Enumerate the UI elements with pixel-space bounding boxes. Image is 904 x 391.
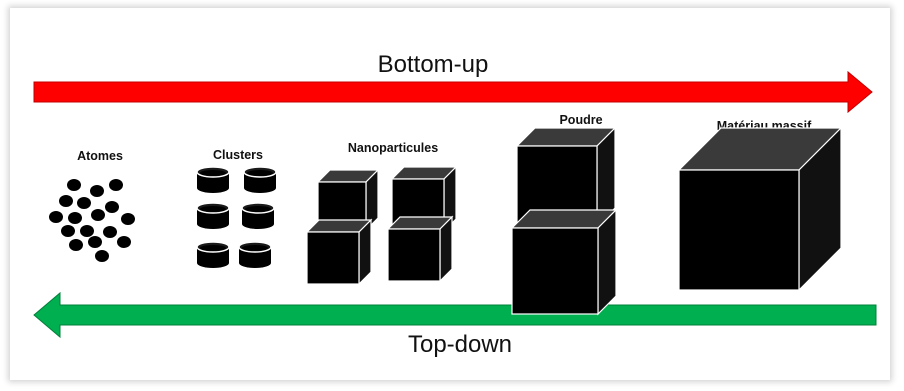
- stage-label-atoms: Atomes: [77, 149, 123, 163]
- atom: [80, 225, 94, 237]
- atom: [49, 211, 63, 223]
- clusters-group: [196, 166, 277, 268]
- cluster-cylinder: [243, 166, 277, 193]
- top-down-label: Top-down: [408, 331, 512, 358]
- cube: [677, 126, 843, 292]
- cluster-cylinder: [196, 166, 230, 193]
- bottom-up-arrow: [33, 70, 873, 114]
- atom: [105, 201, 119, 213]
- atom: [67, 179, 81, 191]
- cubes-group: [305, 126, 843, 316]
- cube: [510, 208, 618, 316]
- atom: [117, 236, 131, 248]
- atom: [59, 195, 73, 207]
- atom: [103, 226, 117, 238]
- atom: [121, 213, 135, 225]
- atom: [68, 212, 82, 224]
- atom: [109, 179, 123, 191]
- cluster-cylinder: [196, 241, 230, 268]
- atom: [69, 239, 83, 251]
- atom: [90, 185, 104, 197]
- top-down-arrow: [33, 291, 877, 339]
- atom: [77, 197, 91, 209]
- cluster-cylinder: [238, 241, 272, 268]
- cube: [386, 215, 454, 283]
- atom: [88, 236, 102, 248]
- stage-label-nanoparticles: Nanoparticules: [348, 141, 438, 155]
- atoms-group: [49, 179, 135, 262]
- bottom-up-label: Bottom-up: [378, 51, 489, 78]
- stage-label-clusters: Clusters: [213, 148, 263, 162]
- atom: [95, 250, 109, 262]
- stage-label-powder: Poudre: [559, 113, 602, 127]
- cluster-cylinder: [241, 202, 275, 229]
- atom: [91, 209, 105, 221]
- cluster-cylinder: [196, 202, 230, 229]
- atom: [61, 225, 75, 237]
- cube: [305, 218, 373, 286]
